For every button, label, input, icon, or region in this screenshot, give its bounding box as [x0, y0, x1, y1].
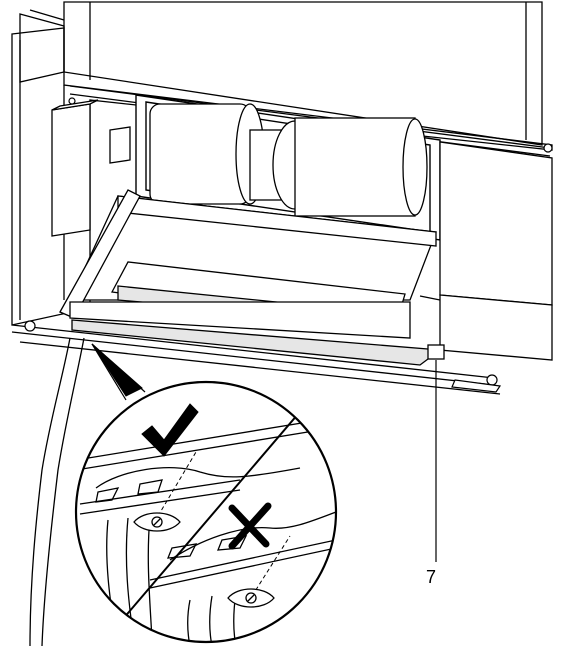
detail-circle — [74, 380, 338, 644]
callout-7-label: 7 — [426, 567, 437, 587]
control-box — [51, 99, 131, 237]
eye-icon — [227, 588, 275, 608]
blower-cylinders — [149, 103, 428, 217]
cross-icon — [228, 502, 272, 550]
detail-pointer — [91, 343, 146, 401]
drain-tray — [59, 189, 445, 366]
checkmark-icon — [141, 403, 199, 457]
mounting-rail — [24, 97, 553, 393]
eye-icon — [133, 512, 181, 532]
drain-hose — [29, 337, 85, 646]
side-module — [419, 141, 553, 361]
